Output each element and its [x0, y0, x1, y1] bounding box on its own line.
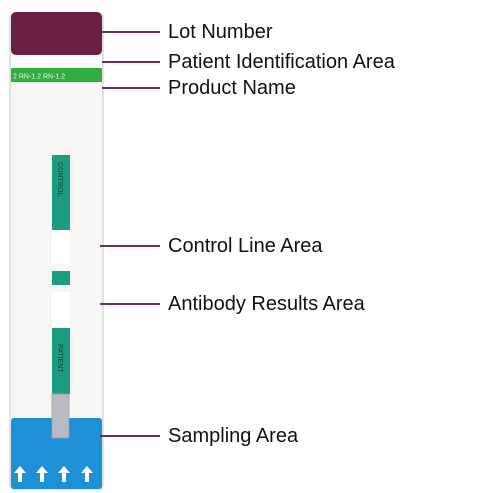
- label-control-line-area: Control Line Area: [168, 235, 323, 257]
- label-antibody-results-area: Antibody Results Area: [168, 293, 365, 315]
- up-arrow-icon: [36, 466, 48, 482]
- label-lot-number: Lot Number: [168, 21, 273, 43]
- leader-lines: [100, 31, 160, 437]
- control-window-text: CONTROL: [56, 162, 63, 196]
- product-band-text: 2 RN-1.2 RN-1.2: [13, 74, 65, 81]
- up-arrow-icon: [14, 466, 26, 482]
- up-arrow-icon: [81, 466, 93, 482]
- label-product-name: Product Name: [168, 77, 296, 99]
- up-arrow-icon: [58, 466, 70, 482]
- label-sampling-area: Sampling Area: [168, 425, 299, 447]
- sampling-area-block: [11, 418, 102, 489]
- product-name-band: [11, 68, 102, 82]
- antibody-marker: [52, 271, 70, 285]
- sampling-arrows: [14, 466, 93, 482]
- lot-number-cap: [11, 12, 102, 55]
- patient-window-text: PATIENT: [56, 344, 63, 373]
- control-window: [52, 155, 70, 230]
- patient-window: [52, 328, 70, 394]
- antibody-results-window: [52, 292, 70, 328]
- label-patient-id-area: Patient Identification Area: [168, 51, 395, 73]
- control-line-window: [52, 230, 70, 264]
- patient-id-area: [11, 55, 102, 68]
- sample-pad: [51, 393, 70, 439]
